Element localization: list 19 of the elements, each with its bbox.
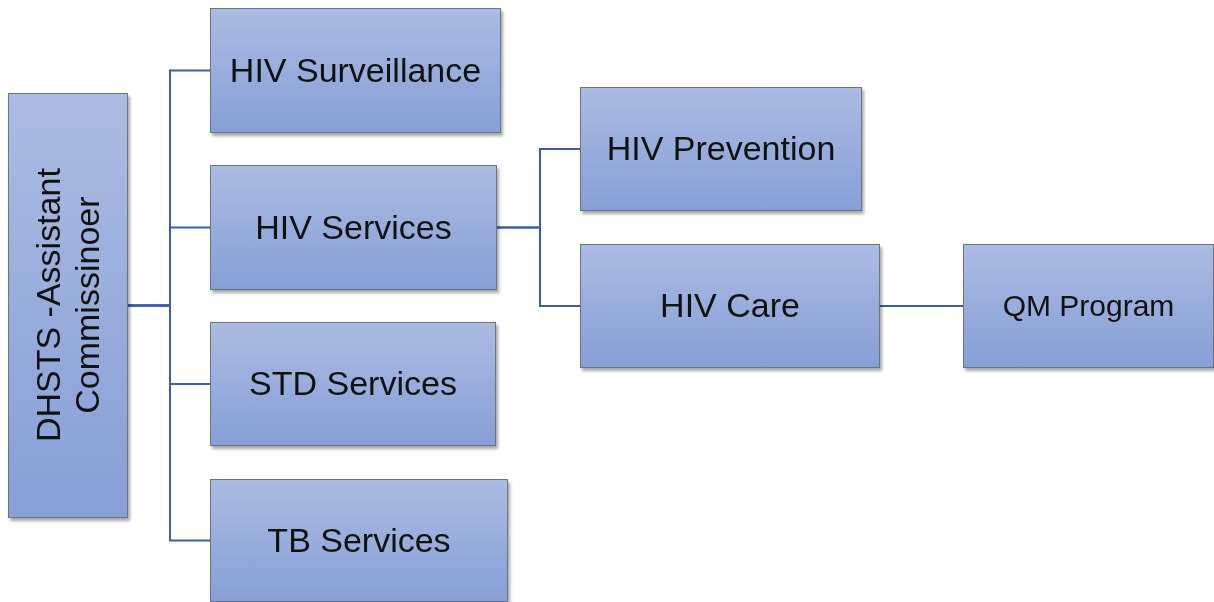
org-box xyxy=(580,244,880,368)
connector-line xyxy=(127,304,211,542)
org-box xyxy=(210,479,508,602)
connector-line xyxy=(879,305,964,307)
org-box xyxy=(210,165,497,290)
box-label: STD Services xyxy=(249,364,457,404)
box-label: HIV Surveillance xyxy=(229,50,482,91)
box-label: TB Services xyxy=(267,520,451,561)
org-box xyxy=(963,244,1214,368)
org-box xyxy=(210,322,496,446)
box-label: QM Program xyxy=(1002,288,1175,324)
box-label: DHSTS -Assistant Commissinoer xyxy=(28,167,107,445)
org-box xyxy=(580,87,862,211)
box-label: HIV Services xyxy=(255,207,452,248)
connector-line xyxy=(496,226,581,307)
box-label: HIV Care xyxy=(660,286,800,326)
org-box xyxy=(210,8,501,133)
box-label: HIV Prevention xyxy=(606,129,836,169)
org-box xyxy=(8,93,128,518)
